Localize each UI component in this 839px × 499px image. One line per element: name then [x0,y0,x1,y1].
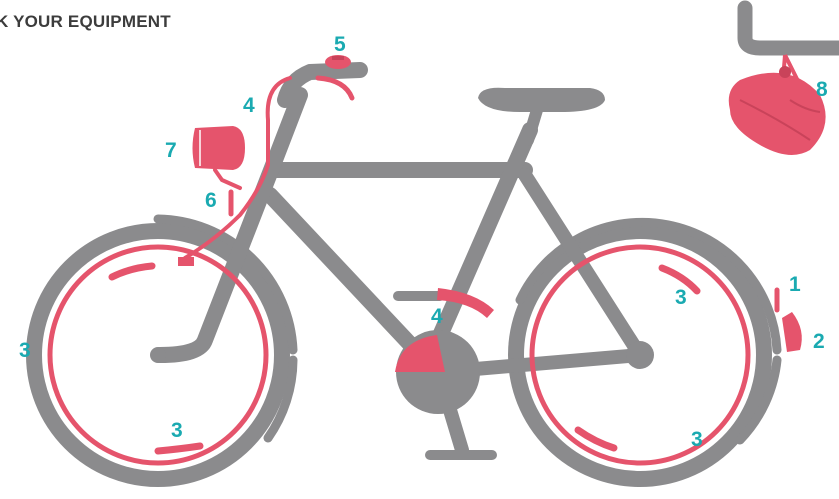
callout-handbrake: 4 [243,94,255,117]
rear-hub [626,341,654,369]
callout-spoke-reflector-rear-top: 3 [675,286,687,309]
hook-bar [745,8,839,48]
callout-spoke-reflector-front-bottom: 3 [171,419,183,442]
saddle [478,88,605,112]
front-reflector-base [178,257,194,266]
callout-chain-guard: 4 [431,305,443,328]
rear-light [782,312,802,352]
front-hub [150,347,166,363]
callout-spoke-reflector-rear-bottom: 3 [691,428,703,451]
callout-headlight: 7 [165,139,177,162]
callout-bell: 5 [334,33,346,56]
headlight-mount [215,170,240,188]
callout-helmet: 8 [816,78,828,101]
bicycle-icon [34,70,777,479]
callout-rear-light: 2 [813,330,825,353]
callout-spoke-reflector-front-left: 3 [19,339,31,362]
spoke-reflector-front-bottom [158,446,200,451]
helmet-icon [729,55,826,155]
handbrake-lever [318,78,352,98]
callout-rear-reflector: 1 [789,273,801,296]
callout-front-reflector: 6 [205,189,217,212]
spoke-reflector-front-left [112,266,152,277]
headlight-icon [193,126,246,170]
bell-icon [325,55,351,69]
